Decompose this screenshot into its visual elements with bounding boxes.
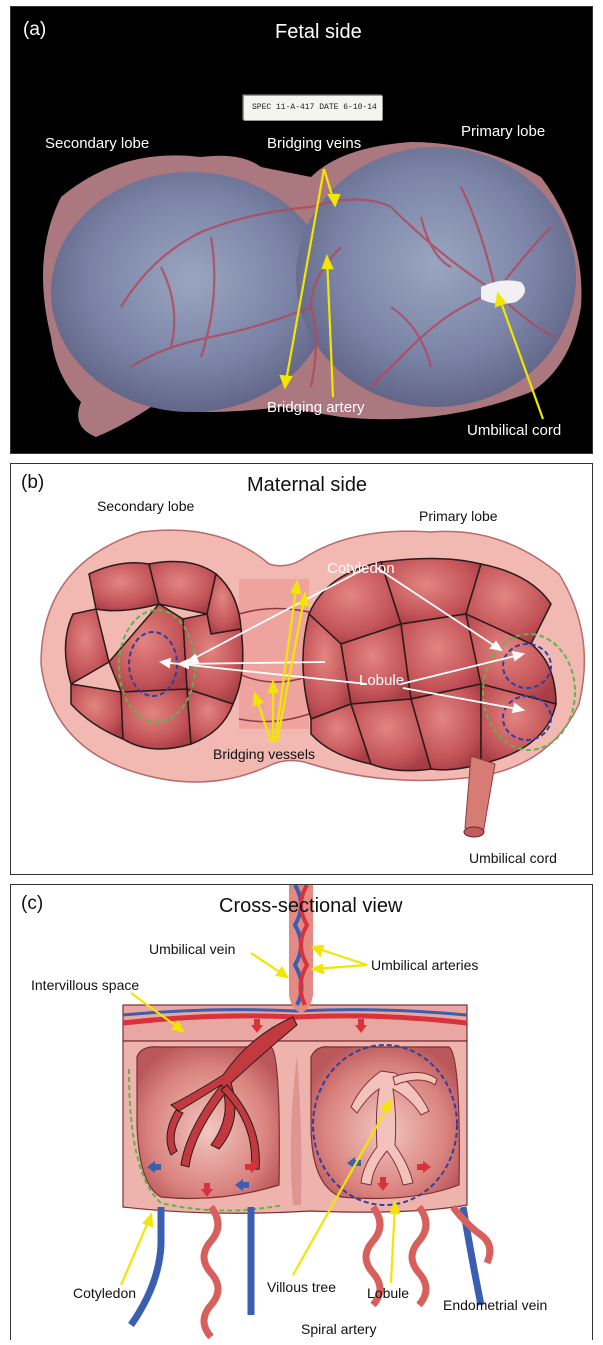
- label-villous-tree: Villous tree: [267, 1279, 336, 1295]
- panel-a-fetal-side: SPEC 11-A-417 DATE 6-10-14 (a) Fetal sid…: [10, 6, 593, 454]
- label-bridging-artery: Bridging artery: [267, 399, 365, 416]
- panel-b-letter: (b): [21, 472, 44, 494]
- panel-b-maternal-side: (b) Maternal side Secondary lobe Primary…: [10, 463, 593, 875]
- label-endometrial-vein: Endometrial vein: [443, 1297, 547, 1313]
- panel-a-title: Fetal side: [275, 21, 362, 44]
- label-secondary-lobe-a: Secondary lobe: [45, 135, 149, 152]
- label-umbilical-vein: Umbilical vein: [149, 941, 235, 957]
- left-cotyledon-pool: [137, 1047, 279, 1199]
- endometrial-vessels: [131, 1207, 490, 1337]
- panel-b-title: Maternal side: [247, 474, 367, 497]
- label-intervillous-space: Intervillous space: [31, 977, 139, 993]
- panel-c-title: Cross-sectional view: [219, 895, 402, 918]
- specimen-ruler-label: SPEC 11-A-417 DATE 6-10-14: [243, 95, 383, 121]
- label-spiral-artery: Spiral artery: [301, 1321, 376, 1337]
- umbilical-cord-cut-end: [464, 827, 484, 837]
- panel-a-letter: (a): [23, 19, 46, 41]
- label-cotyledon-b: Cotyledon: [327, 560, 395, 577]
- label-umbilical-arteries: Umbilical arteries: [371, 957, 478, 973]
- label-cotyledon-c: Cotyledon: [73, 1285, 136, 1301]
- label-bridging-vessels: Bridging vessels: [213, 746, 315, 762]
- specimen-label-text: SPEC 11-A-417 DATE 6-10-14: [252, 103, 377, 112]
- label-primary-lobe-a: Primary lobe: [461, 123, 545, 140]
- label-bridging-veins: Bridging veins: [267, 135, 361, 152]
- panel-c-letter: (c): [21, 893, 43, 915]
- label-umbilical-cord-a: Umbilical cord: [467, 422, 561, 439]
- label-lobule-c: Lobule: [367, 1285, 409, 1301]
- label-lobule-b: Lobule: [359, 672, 404, 689]
- secondary-lobe-cotyledons: [65, 562, 242, 749]
- fetal-side-photo: [11, 7, 593, 454]
- label-umbilical-cord-b: Umbilical cord: [469, 850, 557, 866]
- label-primary-lobe-b: Primary lobe: [419, 508, 498, 524]
- cross-section-diagram: [11, 885, 593, 1340]
- label-secondary-lobe-b: Secondary lobe: [97, 498, 194, 514]
- panel-c-cross-section: (c) Cross-sectional view Umbilical vein …: [10, 884, 593, 1340]
- maternal-side-diagram: [11, 464, 593, 875]
- primary-lobe-shape: [296, 147, 576, 407]
